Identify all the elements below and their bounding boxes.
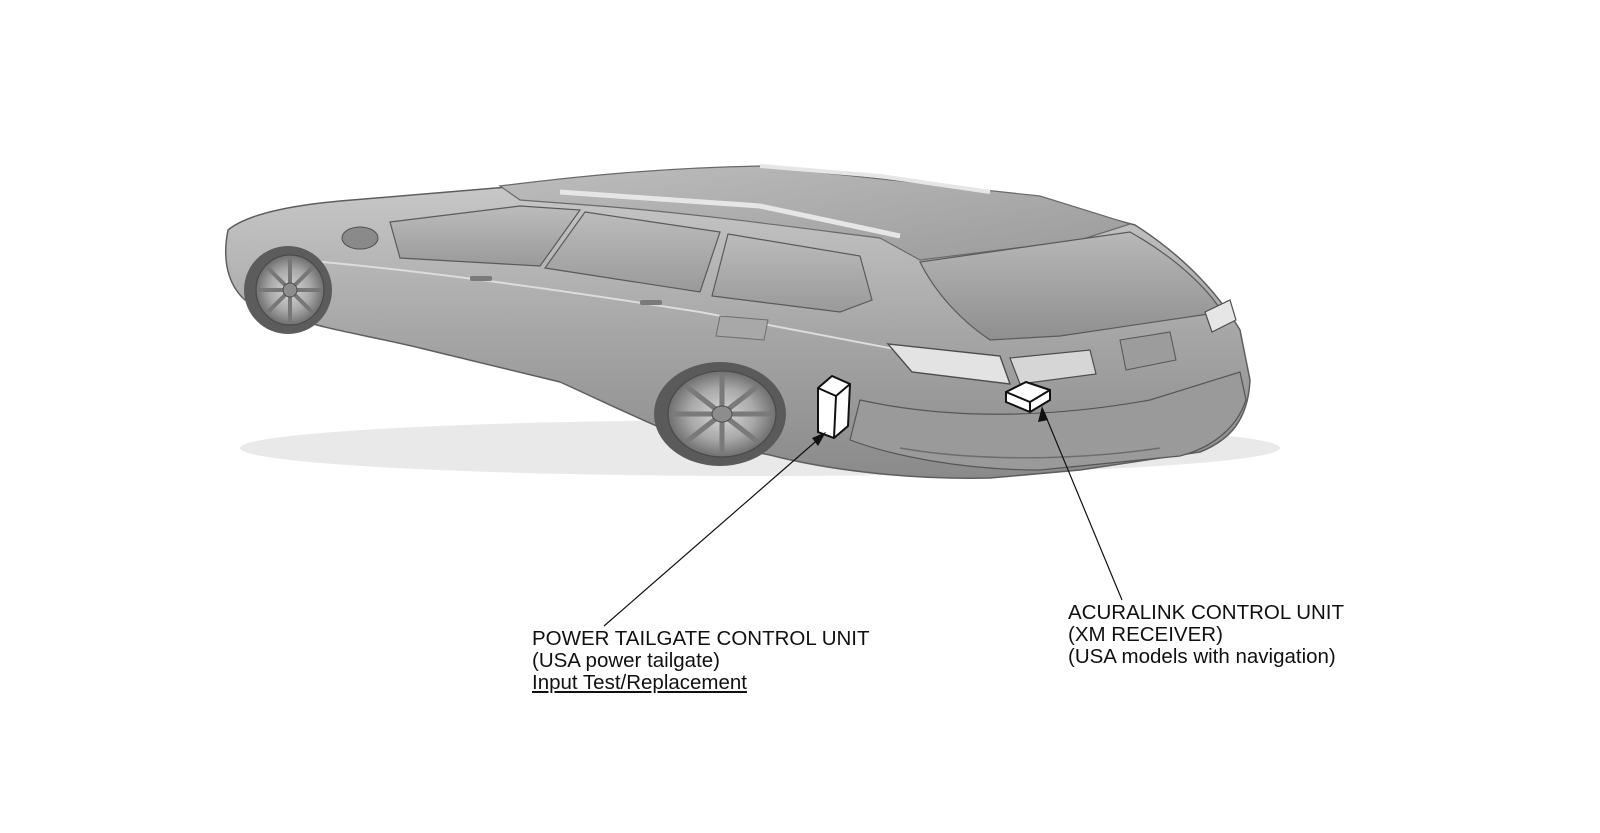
- tailgate-callout-title: POWER TAILGATE CONTROL UNIT: [532, 627, 870, 650]
- side-mirror: [341, 226, 379, 250]
- tailgate-leader-line: [603, 435, 823, 627]
- roof-rail: [559, 189, 901, 239]
- tailgate-callout-note: (USA power tailgate): [532, 649, 721, 672]
- rear-door-window: [543, 211, 721, 293]
- tailgate-leader-arrow: [812, 432, 826, 446]
- fuel-door: [715, 315, 769, 341]
- license-plate-recess: [1119, 331, 1177, 371]
- front-door-window: [389, 205, 582, 267]
- tailgate-callout: POWER TAILGATE CONTROL UNIT (USA power t…: [532, 628, 870, 694]
- body-character-line: [299, 259, 901, 351]
- center-taillight: [1009, 349, 1097, 385]
- quarter-window: [711, 233, 873, 313]
- acuralink-callout: ACURALINK CONTROL UNIT (XM RECEIVER) (US…: [1068, 602, 1344, 668]
- rear-wheel: [654, 362, 786, 466]
- door-handle: [470, 276, 492, 281]
- acuralink-control-unit-marker: [1005, 380, 1051, 414]
- acuralink-leader-line: [1043, 411, 1123, 601]
- acuralink-leader-arrow: [1038, 406, 1048, 422]
- acuralink-callout-note: (USA models with navigation): [1068, 645, 1336, 668]
- bumper-diffuser-line: [899, 447, 1161, 459]
- acuralink-callout-subtitle: (XM RECEIVER): [1068, 623, 1223, 646]
- acuralink-callout-title: ACURALINK CONTROL UNIT: [1068, 601, 1345, 624]
- front-wheel: [244, 246, 332, 334]
- right-taillight: [1204, 299, 1237, 333]
- left-taillight: [886, 343, 1012, 385]
- door-handle: [640, 300, 662, 305]
- input-test-replacement-link[interactable]: Input Test/Replacement: [532, 671, 747, 694]
- roof-rail: [759, 164, 991, 194]
- power-tailgate-control-unit-marker: [817, 374, 852, 440]
